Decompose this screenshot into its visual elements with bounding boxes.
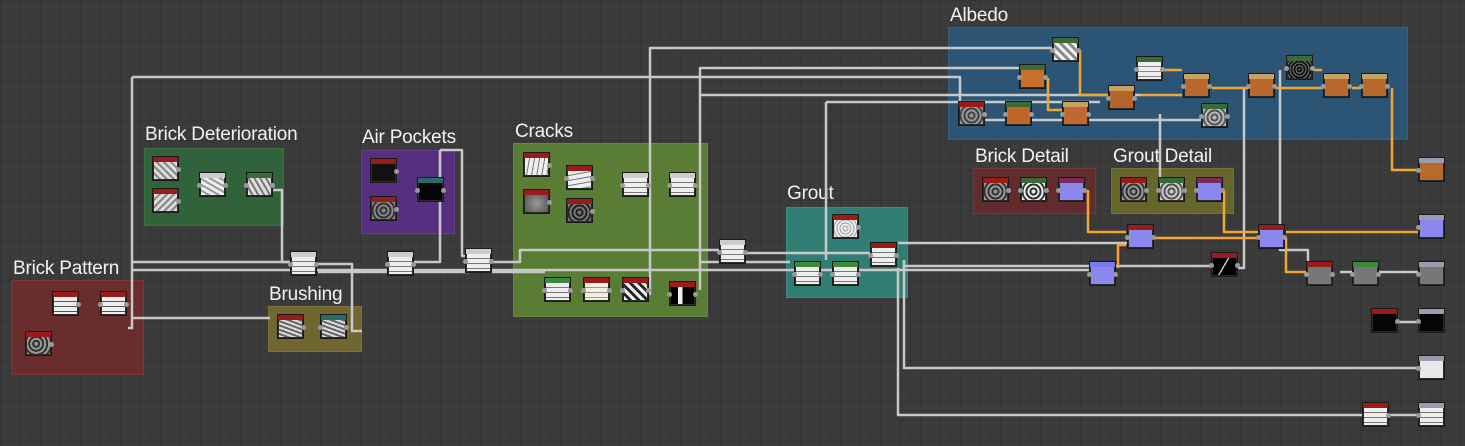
node-cracks-d[interactable]	[566, 198, 595, 223]
node-grout-detail-normal[interactable]	[1194, 177, 1225, 202]
node-albedo-g[interactable]	[1134, 56, 1165, 81]
output-basecolor[interactable]	[1416, 157, 1445, 182]
node-cracks-b[interactable]	[523, 189, 552, 214]
frame-title-brick-pattern: Brick Pattern	[13, 258, 120, 279]
output-roughness[interactable]	[1416, 261, 1445, 286]
frame-title-brick-deterioration: Brick Deterioration	[145, 124, 298, 145]
frame-title-albedo: Albedo	[950, 5, 1008, 26]
node-albedo-c[interactable]	[958, 101, 987, 126]
node-metallic-input[interactable]	[1371, 308, 1400, 333]
node-albedo-k[interactable]	[1284, 55, 1315, 80]
node-deterioration-b[interactable]	[152, 188, 181, 213]
node-albedo-m[interactable]	[1359, 73, 1390, 98]
node-roughness-a[interactable]	[1304, 261, 1335, 286]
node-grout-detail-a[interactable]	[1120, 177, 1149, 202]
node-cracks-h[interactable]	[581, 277, 612, 302]
node-brick-detail-b[interactable]	[1018, 177, 1049, 202]
frame-title-air-pockets: Air Pockets	[362, 127, 456, 148]
node-cracks-j[interactable]	[667, 281, 698, 306]
node-cracks-i[interactable]	[620, 277, 651, 302]
node-air-pockets-output[interactable]	[415, 177, 446, 202]
node-brick-detail-a[interactable]	[982, 177, 1011, 202]
node-brushing-output[interactable]	[318, 314, 349, 339]
wire-orange	[1284, 238, 1306, 274]
node-grout-b[interactable]	[868, 242, 899, 267]
node-height-input[interactable]	[1362, 402, 1391, 427]
node-roughness-b[interactable]	[1350, 261, 1381, 286]
node-height-crack[interactable]	[1209, 252, 1240, 277]
frame-title-cracks: Cracks	[515, 121, 573, 142]
node-albedo-e[interactable]	[1060, 101, 1091, 126]
output-metallic[interactable]	[1416, 308, 1445, 333]
node-blend-3[interactable]	[463, 248, 494, 273]
node-grout-detail-b[interactable]	[1156, 177, 1187, 202]
node-blend-2[interactable]	[385, 251, 416, 276]
node-albedo-l[interactable]	[1321, 73, 1352, 98]
node-albedo-d[interactable]	[1003, 101, 1034, 126]
node-brushing-a[interactable]	[277, 314, 306, 339]
wire	[132, 75, 962, 113]
node-brick-pattern-output[interactable]	[98, 291, 129, 316]
node-albedo-i[interactable]	[1199, 103, 1230, 128]
node-normal-blend-2[interactable]	[1256, 224, 1287, 249]
frame-title-brick-detail: Brick Detail	[975, 146, 1069, 167]
node-albedo-a[interactable]	[1050, 37, 1081, 62]
node-deterioration-a[interactable]	[152, 156, 181, 181]
node-albedo-h[interactable]	[1181, 73, 1212, 98]
frame-title-grout-detail: Grout Detail	[1113, 146, 1212, 167]
node-grout-d[interactable]	[830, 261, 861, 286]
node-cracks-g[interactable]	[542, 277, 573, 302]
node-albedo-f[interactable]	[1106, 85, 1137, 110]
node-brick-pattern-tile[interactable]	[52, 291, 81, 316]
node-normal-grout[interactable]	[1087, 261, 1118, 286]
node-cracks-f[interactable]	[667, 172, 698, 197]
node-albedo-b[interactable]	[1017, 64, 1048, 89]
node-cracks-c[interactable]	[564, 165, 595, 190]
node-albedo-j[interactable]	[1246, 73, 1277, 98]
node-blend-4[interactable]	[717, 239, 748, 264]
node-cracks-e[interactable]	[620, 172, 651, 197]
node-grout-c[interactable]	[792, 261, 823, 286]
node-brick-detail-normal[interactable]	[1056, 177, 1087, 202]
node-deterioration-output[interactable]	[244, 172, 275, 197]
wire	[902, 260, 1418, 370]
node-air-pockets-b[interactable]	[370, 196, 399, 221]
node-deterioration-blend[interactable]	[197, 172, 228, 197]
output-ambient-occlusion[interactable]	[1416, 355, 1445, 380]
node-blend-1[interactable]	[288, 251, 319, 276]
node-cracks-a[interactable]	[523, 152, 552, 177]
frame-title-grout: Grout	[787, 183, 834, 204]
output-height[interactable]	[1416, 402, 1445, 427]
frame-title-brushing: Brushing	[269, 284, 343, 305]
wire-orange	[1116, 243, 1126, 268]
node-brick-noise[interactable]	[25, 331, 54, 356]
node-normal-blend-1[interactable]	[1125, 224, 1156, 249]
output-normal[interactable]	[1416, 214, 1445, 239]
node-air-pockets-a[interactable]	[370, 158, 399, 183]
wire	[896, 268, 1365, 417]
node-grout-a[interactable]	[832, 214, 861, 239]
